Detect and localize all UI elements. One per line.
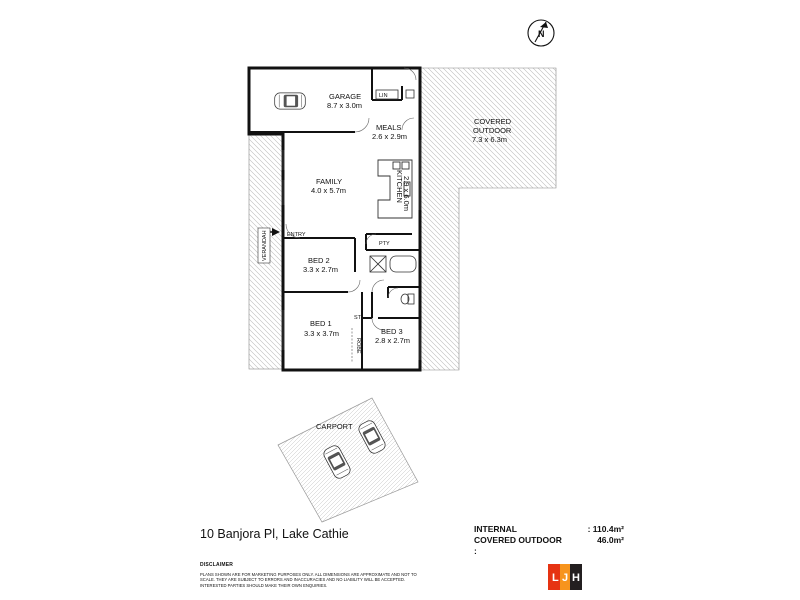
bathroom-fixtures <box>369 255 417 305</box>
entry-label: ENTRY <box>287 232 306 238</box>
bed1-dims: 3.3 x 3.7m <box>304 329 339 338</box>
internal-area-value: : 110.4m² <box>587 524 624 534</box>
area-summary: INTERNAL : 110.4m² COVERED OUTDOOR : 46.… <box>474 524 624 557</box>
svg-text:N: N <box>538 29 545 39</box>
svg-text:L: L <box>552 572 559 584</box>
verandah-label: VERANDAH <box>262 230 268 261</box>
garage-car-icon <box>274 92 306 110</box>
internal-area-label: INTERNAL <box>474 524 517 534</box>
linen-fixtures <box>375 89 415 100</box>
internal-area-row: INTERNAL : 110.4m² <box>474 524 624 535</box>
windows <box>281 140 422 360</box>
property-address: 10 Banjora Pl, Lake Cathie <box>200 527 349 541</box>
entry-arrow-icon <box>272 228 280 236</box>
door-swings <box>285 67 417 331</box>
svg-text:H: H <box>572 572 580 584</box>
disclaimer-title: DISCLAIMER <box>200 562 234 568</box>
carport-label: CARPORT <box>316 422 353 431</box>
ljh-logo: L J H <box>548 564 582 590</box>
bed2-dims: 3.3 x 2.7m <box>303 265 338 274</box>
meals-label: MEALS <box>376 123 401 132</box>
garage-dims: 8.7 x 3.0m <box>327 101 362 110</box>
covered-outdoor-dims: 7.3 x 6.3m <box>472 135 507 144</box>
kitchen-dims: 2.9 x 6.0m <box>402 176 411 211</box>
carport-area <box>277 397 419 523</box>
covered-outdoor-label-2: OUTDOOR <box>473 126 512 135</box>
verandah-label-box <box>257 227 271 264</box>
garage-label: GARAGE <box>329 92 361 101</box>
robe-label: ROBE <box>355 338 361 354</box>
kitchen-bench <box>377 159 413 219</box>
kitchen-label: KITCHEN <box>395 170 404 203</box>
svg-text:J: J <box>562 572 568 584</box>
covered-outdoor-area <box>419 67 557 371</box>
bed3-label: BED 3 <box>381 327 403 336</box>
disclaimer-text: Plans shown are for marketing purposes o… <box>200 572 417 588</box>
north-arrow-icon: N <box>527 19 555 47</box>
bed1-label: BED 1 <box>310 319 332 328</box>
bed2-label: BED 2 <box>308 256 330 265</box>
family-dims: 4.0 x 5.7m <box>311 186 346 195</box>
storage-label: ST <box>354 315 362 321</box>
family-label: FAMILY <box>316 177 342 186</box>
meals-dims: 2.6 x 2.9m <box>372 132 407 141</box>
pantry-label: PTY <box>379 241 390 247</box>
covered-area-row: COVERED OUTDOOR : 46.0m² <box>474 535 624 557</box>
linen-label: LIN <box>379 93 388 99</box>
covered-area-value: 46.0m² <box>597 535 624 545</box>
covered-outdoor-label-1: COVERED <box>474 117 512 126</box>
covered-area-label: COVERED OUTDOOR : <box>474 535 562 556</box>
bed3-dims: 2.8 x 2.7m <box>375 336 410 345</box>
